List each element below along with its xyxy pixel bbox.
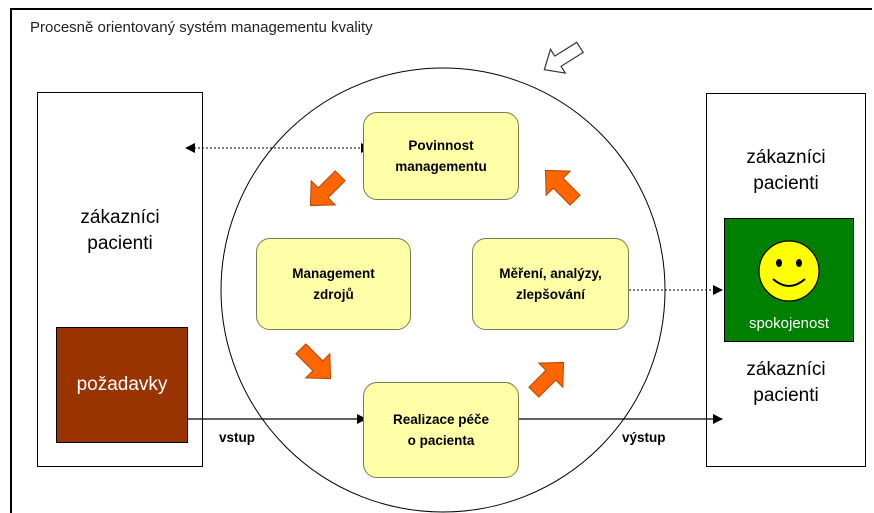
process-resources: Management zdrojů [256,238,411,330]
orange-arrow-to-care [295,343,332,380]
process-care: Realizace péče o pacienta [363,382,519,478]
right-customer-top-label: zákazníci pacienti [708,145,864,197]
orange-arrow-to-management [544,169,581,206]
orange-arrow-to-resources [309,170,346,207]
right-customer-bottom-line1: zákazníci [746,359,826,380]
right-customer-top-line1: zákazníci [746,147,826,168]
left-customer-line1: zákazníci [80,207,160,228]
smiley-face-icon [758,240,820,302]
diagram-frame [10,8,872,513]
left-customer-label: zákazníci pacienti [40,205,200,257]
process-care-label: Realizace péče o pacienta [392,412,490,448]
rotation-arrow-icon [543,41,584,74]
requirements-box: požadavky [56,327,188,443]
left-customer-line2: pacienti [87,233,153,254]
satisfaction-box: spokojenost [724,218,854,342]
diagram-title: Procesně orientovaný systém managementu … [30,19,373,36]
process-resources-label: Management zdrojů [292,266,375,302]
requirements-label: požadavky [76,374,168,395]
output-label: výstup [622,430,666,445]
process-measurement-label: Měření, analýzy, zlepšování [499,266,602,302]
right-customer-top-line2: pacienti [753,173,819,194]
satisfaction-label: spokojenost [748,315,830,332]
orange-arrow-to-measurement [528,361,565,398]
input-label: vstup [219,430,256,445]
right-customer-bottom-line2: pacienti [753,385,819,406]
right-customer-bottom-label: zákazníci pacienti [708,357,864,409]
process-management-duty: Povinnost managementu [363,112,519,200]
process-measurement: Měření, analýzy, zlepšování [472,238,629,330]
process-management-duty-label: Povinnost managementu [395,138,487,174]
